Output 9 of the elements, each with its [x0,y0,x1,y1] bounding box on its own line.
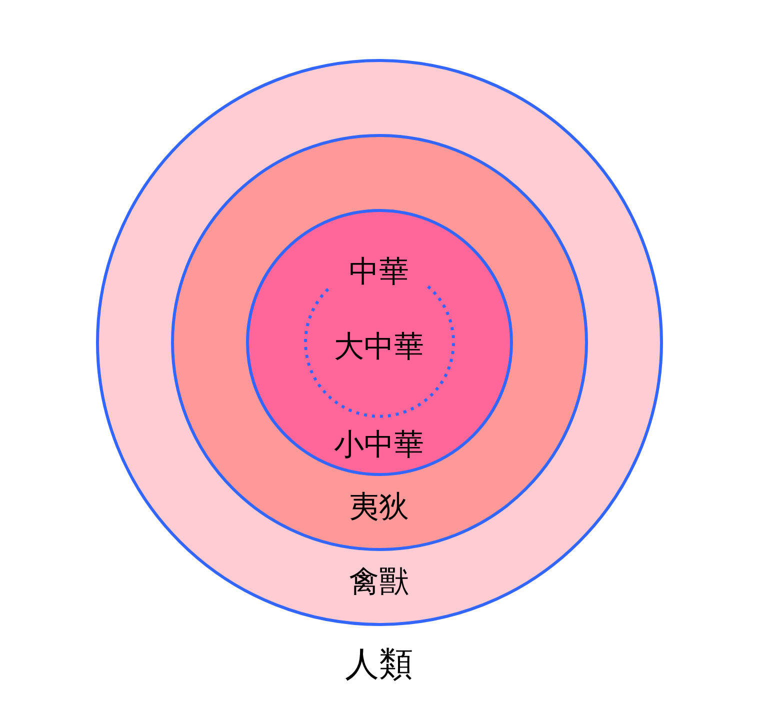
caption-label: 人類 [345,646,413,684]
region-label: 小中華 [334,428,424,462]
inner-circle [246,208,512,476]
outer-ring [96,58,662,626]
region-label: 禽獸 [349,566,409,598]
region-label: 大中華 [334,330,424,364]
region-label: 夷狄 [349,490,409,524]
middle-ring [170,134,588,550]
region-label: 中華 [349,256,409,288]
